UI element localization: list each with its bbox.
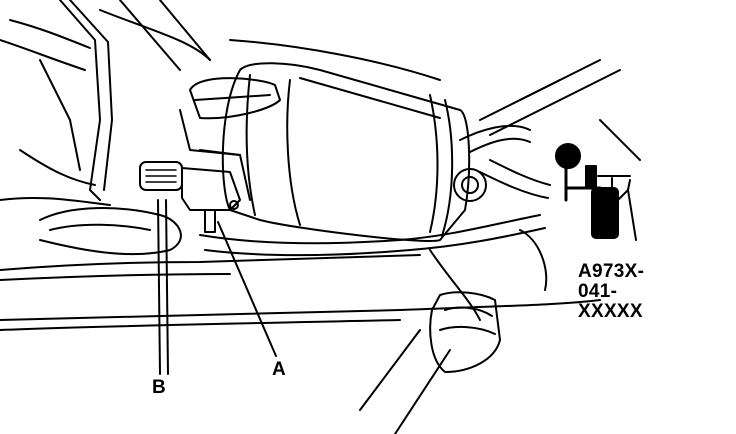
purge-valve bbox=[139, 149, 251, 233]
leader-lines bbox=[157, 199, 277, 375]
callout-label-b: B bbox=[152, 377, 166, 398]
part-number-line-2: 041- bbox=[578, 281, 618, 302]
evap-canister bbox=[179, 62, 471, 242]
hoses bbox=[39, 124, 551, 257]
part-number-line-3: XXXXX bbox=[578, 301, 643, 322]
chassis-frame bbox=[0, 0, 641, 434]
lower-components bbox=[429, 168, 548, 373]
vacuum-pump-gauge-icon bbox=[555, 143, 637, 241]
tool-part-number: A973X- 041- XXXXX bbox=[578, 262, 644, 322]
part-number-line-1: A973X- bbox=[578, 261, 645, 282]
callout-label-a: A bbox=[272, 359, 286, 380]
